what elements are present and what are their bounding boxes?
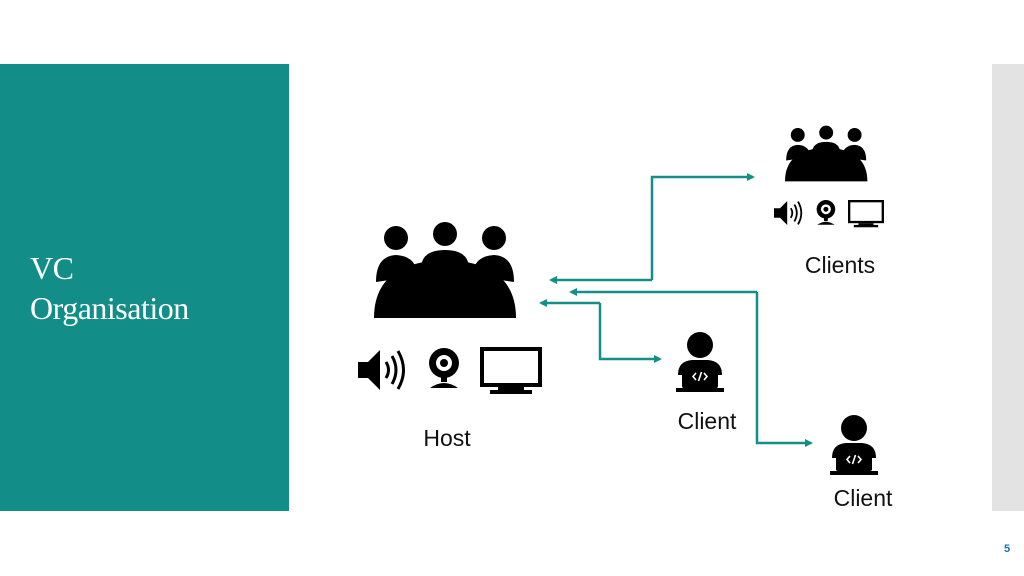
clients-group-icon (785, 125, 868, 182)
host-monitor-icon (480, 347, 542, 396)
page-number: 5 (1004, 543, 1011, 555)
clients-webcam-icon (816, 200, 836, 225)
arrow-host-to-client2 (755, 292, 813, 447)
clients-speaker-icon (773, 200, 803, 226)
host-group-icon (374, 222, 516, 318)
title-line-1: VC (30, 250, 74, 286)
host-label: Host (423, 425, 471, 451)
slide-title: VC Organisation (30, 248, 189, 328)
title-line-2: Organisation (30, 290, 189, 326)
client2-laptop-user-icon (829, 414, 879, 476)
clients-label: Clients (805, 252, 875, 278)
host-webcam-icon (429, 348, 459, 388)
arrow-host-to-clients (650, 173, 755, 280)
side-strip (992, 64, 1024, 511)
title-panel (0, 64, 289, 511)
client1-laptop-user-icon (675, 331, 725, 393)
arrow-host-to-client1 (598, 303, 662, 363)
client1-label: Client (678, 408, 737, 434)
client2-label: Client (834, 485, 893, 511)
host-speaker-icon (356, 348, 405, 392)
clients-monitor-icon (847, 200, 884, 229)
